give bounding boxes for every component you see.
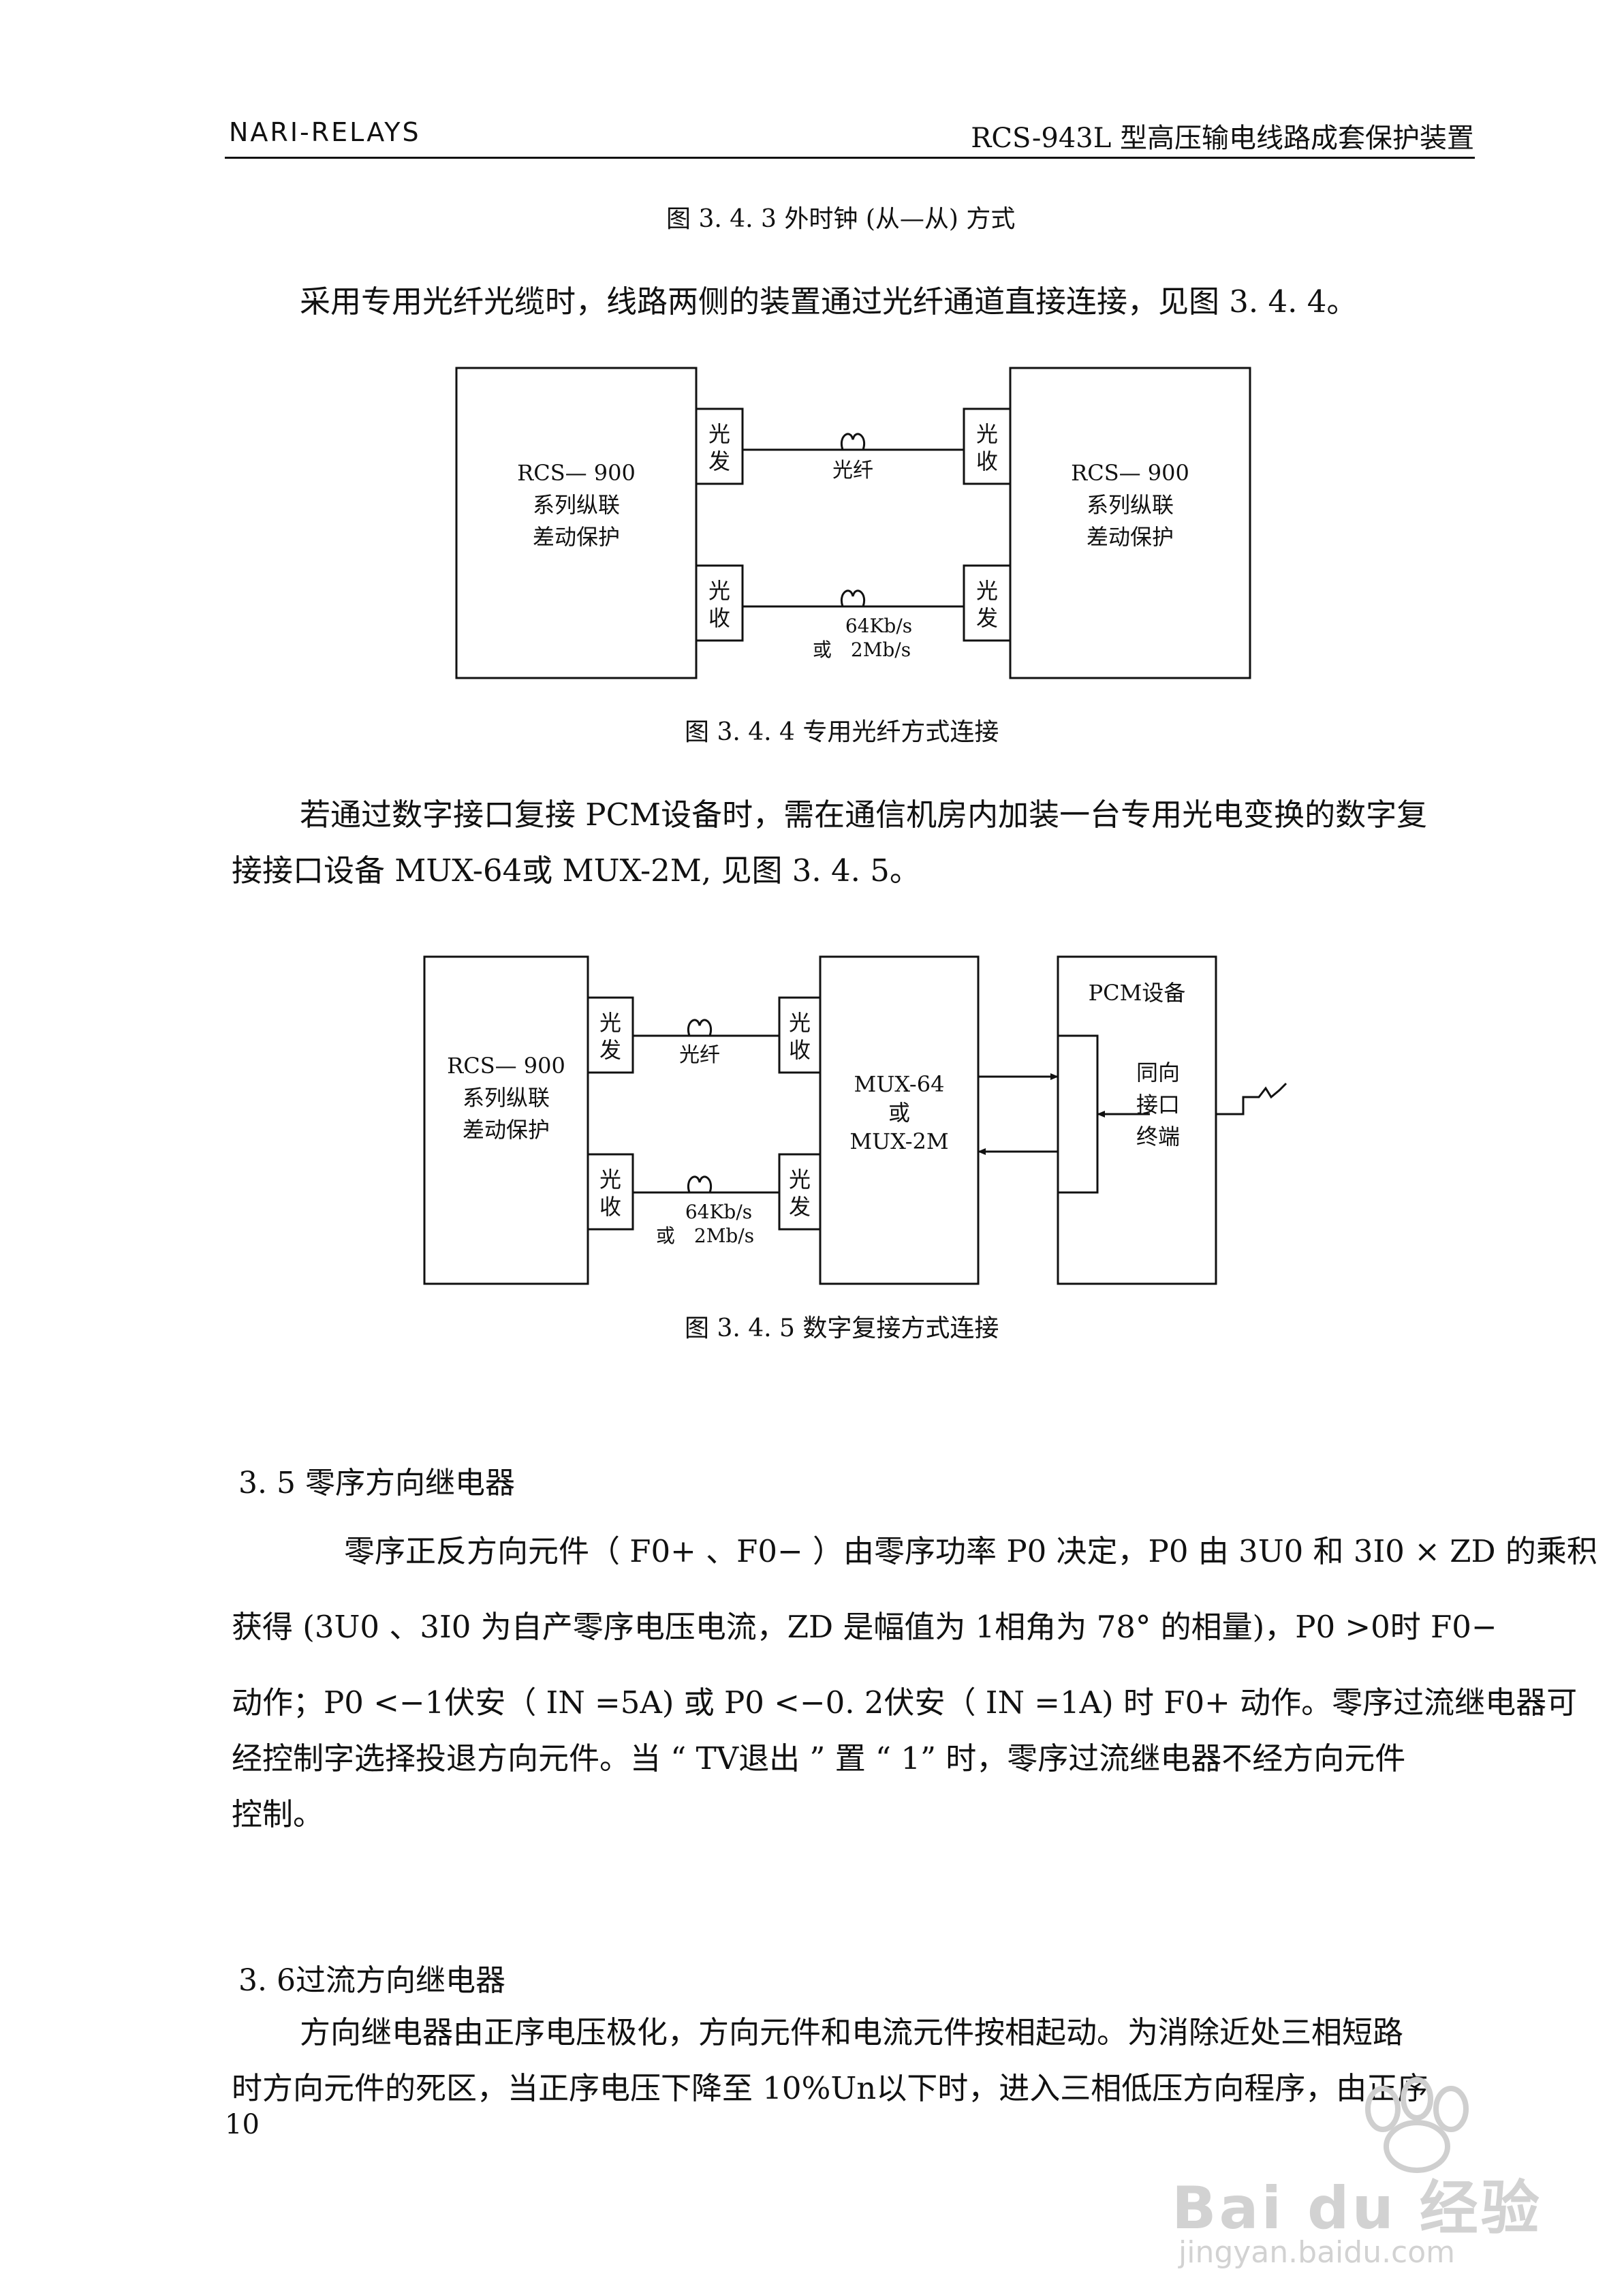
fig345-pcm-port-bracket [1057,1034,1099,1194]
fig344-left-tx-port [695,407,744,485]
section-35-heading: 3. 5 零序方向继电器 [238,1466,515,1500]
watermark-url: jingyan.baidu.com [1178,2235,1456,2270]
fig344-right-rx-char1: 光 [976,421,998,447]
header-rule [225,157,1475,159]
section-35-line1: 零序正反方向元件（ F0+ 、F0− ）由零序功率 P0 决定，P0 由 3U0… [344,1533,1597,1569]
fig344-caption: 图 3. 4. 4 专用光纤方式连接 [685,718,999,746]
fig345-fiber-loop-bottom-icon [687,1175,713,1193]
intro-paragraph-2-line1: 若通过数字接口复接 PCM设备时，需在通信机房内加装一台专用光电变换的数字复 [300,797,1428,833]
fig345-left-rx-char1: 光 [599,1167,621,1192]
fig345-left-tx-char1: 光 [599,1010,621,1036]
fig345-mux-rx-char1: 光 [789,1010,811,1036]
fig345-pcm-port-line2: 接口 [1136,1092,1180,1118]
page-number: 10 [225,2109,260,2140]
fig345-mux-label-line1: MUX-64 [854,1071,945,1097]
fig345-pcm-title: PCM设备 [1089,980,1186,1006]
fig345-fiber-loop-top-icon [687,1019,713,1036]
intro-paragraph-2-line2: 接接口设备 MUX-64或 MUX-2M, 见图 3. 4. 5。 [232,852,920,889]
fig344-right-box-line2: 系列纵联 [1087,492,1174,518]
fig344-right-box-line1: RCS— 900 [1071,460,1189,486]
section-35-line4: 经控制字选择投退方向元件。当 “ TV退出 ” 置 “ 1” 时，零序过流继电器… [232,1740,1406,1776]
section-35-line2: 获得 (3U0 、3I0 为自产零序电压电流，ZD 是幅值为 1相角为 78° … [232,1609,1497,1645]
fig344-fiber-loop-top-icon [840,433,866,450]
fig345-rate-label-1: 64Kb/s [685,1201,752,1223]
section-35-line5: 控制。 [232,1796,324,1832]
watermark-brand: Bai du 经验 [1172,2174,1542,2243]
fig344-left-box-line3: 差动保护 [533,524,620,550]
fig344-fiber-label: 光纤 [832,459,873,482]
fig345-pcm-box [1057,955,1217,1285]
fig344-right-tx-char1: 光 [976,578,998,604]
fig344-left-tx-char1: 光 [708,421,730,447]
header-left: NARI-RELAYS [229,117,421,147]
intro-paragraph-1: 采用专用光纤光缆时，线路两侧的装置通过光纤通道直接连接，见图 3. 4. 4。 [300,283,1358,320]
fig345-diagram: RCS— 900 系列纵联 差动保护 光 发 光 收 光 收 光 发 MUX-6… [423,955,1287,1285]
fig345-mux-label-line3: MUX-2M [849,1128,948,1154]
fig344-diagram: RCS— 900 系列纵联 差动保护 RCS— 900 系列纵联 差动保护 光 … [455,367,1251,679]
fig344-rate-label-2: 或 2Mb/s [813,638,911,661]
fig344-right-device-box [1009,367,1251,679]
fig345-pcm-port-line1: 同向 [1136,1060,1180,1085]
section-36-line1: 方向继电器由正序电压极化，方向元件和电流元件按相起动。为消除近处三相短路 [300,2014,1404,2050]
fig345-left-device-box [423,955,589,1285]
fig345-mux-tx-char1: 光 [789,1167,811,1192]
fig345-left-box-line2: 系列纵联 [463,1085,550,1111]
fig344-rate-label-1: 64Kb/s [845,615,912,637]
baidu-paw-logo-icon [1365,2077,1469,2173]
fig345-mux-tx-char2: 发 [789,1194,811,1220]
fig345-left-tx-char2: 发 [599,1037,621,1063]
fig345-rate-label-2: 或 2Mb/s [656,1224,754,1247]
fig345-mux-box [819,955,980,1285]
fig345-left-rx-char2: 收 [599,1194,621,1220]
fig344-left-rx-char2: 收 [708,605,730,631]
section-36-line2: 时方向元件的死区，当正序电压下降至 10%Un以下时，进入三相低压方向程序，由正… [232,2070,1428,2106]
fig344-left-rx-port [695,564,744,642]
fig345-left-box-line3: 差动保护 [463,1117,550,1143]
fig344-left-box-line2: 系列纵联 [533,492,620,518]
section-35-line3: 动作；P0 <−1伏安（ IN =5A) 或 P0 <−0. 2伏安（ IN =… [232,1684,1578,1721]
fig344-right-box-line3: 差动保护 [1087,524,1174,550]
fig345-left-box-line1: RCS— 900 [447,1053,565,1079]
fig344-left-box-line1: RCS— 900 [517,460,636,486]
section-36-heading: 3. 6过流方向继电器 [238,1963,505,1998]
fig343-caption: 图 3. 4. 3 外时钟 (从—从) 方式 [666,205,1016,233]
fig345-fiber-label: 光纤 [679,1043,720,1067]
fig344-left-tx-char2: 发 [708,448,730,474]
fig345-line-signal-icon [1216,1082,1287,1115]
fig344-right-tx-char2: 发 [976,605,998,631]
fig345-pcm-port-line3: 终端 [1136,1124,1180,1150]
fig345-mux-rx-char2: 收 [789,1037,811,1063]
fig344-left-device-box [455,367,698,679]
fig344-fiber-loop-bottom-icon [840,589,866,607]
fig344-left-rx-char1: 光 [708,578,730,604]
baidu-watermark: Bai du 经验 jingyan.baidu.com [1158,2071,1540,2276]
header-right: RCS-943L 型高压输电线路成套保护装置 [971,123,1474,154]
fig345-caption: 图 3. 4. 5 数字复接方式连接 [685,1314,999,1342]
fig345-mux-label-line2: 或 [888,1100,910,1126]
fig344-right-rx-char2: 收 [976,448,998,474]
